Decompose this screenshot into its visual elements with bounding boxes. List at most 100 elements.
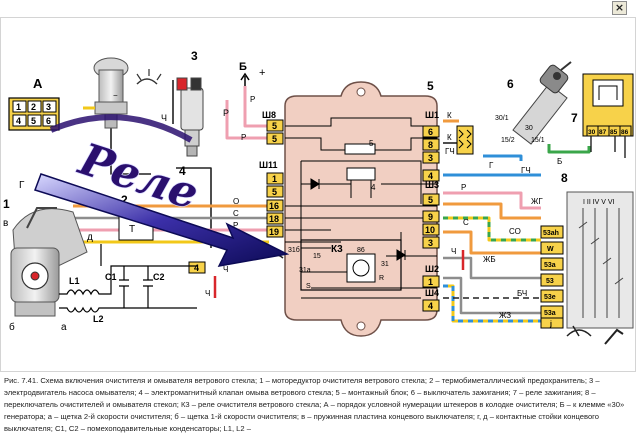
wire-blue-dashed [443,284,541,323]
pin-sh11-2: 5 [272,187,277,197]
conn-a-pin-2: 2 [31,102,36,112]
suppression-circuit [59,244,197,313]
switch8-pin-53: 53 [546,278,554,285]
label-number-8: 8 [561,171,568,185]
pin-sh11-4: 18 [269,214,279,224]
label-number-7: 7 [571,111,578,125]
block-pins-left: 5 5 1 5 16 18 19 4 [188,119,284,274]
wire-blue-g [483,154,523,161]
connector-a: А 1 2 3 4 5 6 [8,76,60,131]
ign-term-30: 30 [525,125,533,132]
connector-sh4: Ш4 [425,288,439,298]
wire-label-ch-bottom: Ч [205,289,210,298]
figure-caption: Рис. 7.41. Схема включения очистителя и … [4,376,625,433]
switch8-pin-j: j [549,321,552,328]
pin-sh3-4: 10 [425,225,435,235]
relay7-pin-86: 86 [621,129,629,136]
suppression-labels: L1 L2 C1 C2 [69,272,165,324]
wire-orange-3 [443,230,541,255]
label-c2: C2 [153,272,165,282]
conn-a-pin-1: 1 [16,102,21,112]
ign-term-15-2: 15/2 [501,137,515,144]
wire-pink-right [443,191,541,210]
switch8-pin-53ah: 53ah [543,230,559,237]
washer-nozzle-icon: 3 [136,49,198,85]
label-c1: C1 [105,272,117,282]
switch8-pin-53a-2: 53a [544,310,556,317]
label-g: Г [19,180,25,191]
wire-label-gch-2: ГЧ [521,166,531,175]
connector-sh8: Ш8 [262,110,276,120]
pin-sh11-3: 16 [269,201,279,211]
wire-green-relay [547,144,591,154]
wire-label-r-1: Р [250,95,255,104]
pin-sh4-1: 4 [428,301,433,311]
label-number-5: 5 [427,79,434,93]
ignition-connector [456,125,474,155]
label-number-6: 6 [507,77,514,91]
k3-term-31b: 31б [288,246,300,254]
wire-pink-b [243,86,269,128]
pin-sh11-5: 19 [269,227,279,237]
title-bar: × [0,0,640,17]
block-pins-right: 6 8 3 4 5 9 10 3 1 4 [422,125,440,312]
wire-gray-2 [443,276,541,315]
pin-sh11-1: 1 [272,174,277,184]
image-viewport: А 1 2 3 4 5 6 − 3 4 Ч Б [0,17,636,372]
washer-pump-motor: − [83,57,129,129]
pin-sh1-2: 8 [428,140,433,150]
wire-black-top [110,128,151,175]
block-inner-4: 4 [371,183,376,192]
wire-label-zhg: ЖГ [531,197,543,206]
relay7-pin-85: 85 [610,129,618,136]
close-button[interactable]: × [612,1,627,15]
ign-term-30-1: 30/1 [495,115,509,122]
wire-label-bch: БЧ [517,289,527,298]
wire-green-dashed [443,216,541,242]
wire-code-labels: Р Р О С Р Ч К К ГЧ Г ГЧ Б Р ЖГ С СО ЖБ Ч… [205,95,562,320]
wiper-wiring-diagram: А 1 2 3 4 5 6 − 3 4 Ч Б [3,49,634,345]
label-number-3: 3 [191,49,198,63]
relay7-pin-30: 30 [588,129,596,136]
wire-orange-2 [443,202,541,220]
label-number-4: 4 [179,164,186,178]
pin-sh8-a: 5 [272,121,277,131]
k3-term-r: R [379,275,384,282]
label-plus: + [259,67,265,79]
label-b-small: б [9,321,15,333]
wire-gray-1 [443,256,541,280]
wire-label-r-top: Р [223,108,229,118]
pin-sh1-3: 3 [428,153,433,163]
wire-label-k-2: К [447,133,452,142]
wire-label-zhz: ЖЗ [499,311,511,320]
conn-a-pin-6: 6 [46,116,51,126]
wire-label-co: СО [509,227,521,236]
mounting-block: 5 5 4 [284,79,438,337]
relay7-pin-87: 87 [599,129,607,136]
wire-label-b-right: Б [557,157,562,166]
connector-sh3: Ш3 [425,180,439,190]
label-number-1: 1 [3,197,10,211]
label-b: Б [239,61,247,73]
label-number-2: 2 [121,193,128,207]
close-icon: × [614,1,625,14]
wire-label-ch-left: Ч [223,265,228,274]
wire-label-r-2: Р [241,133,246,142]
wire-label-zhb: ЖБ [483,255,496,264]
label-v: в [3,218,8,229]
wire-label-g: Г [489,161,494,170]
k3-label: К3 [331,244,343,255]
k3-term-15: 15 [313,253,321,260]
pin-sh8-b: 5 [272,134,277,144]
wire-label-k-1: К [447,111,452,120]
wiper-motor: 1 в д Г б а [3,180,93,333]
k3-term-31: 31 [381,261,389,268]
relay-overlay-arrow [34,173,290,267]
conn-a-pin-5: 5 [31,116,36,126]
ignition-switch: 6 30/1 15/2 15/1 30 [495,61,572,145]
label-a-small: а [61,322,67,333]
k3-term-86: 86 [357,247,365,254]
switch8-pin-w: W [547,246,554,253]
label-a: А [33,76,43,91]
conn-a-pin-4: 4 [16,116,21,126]
